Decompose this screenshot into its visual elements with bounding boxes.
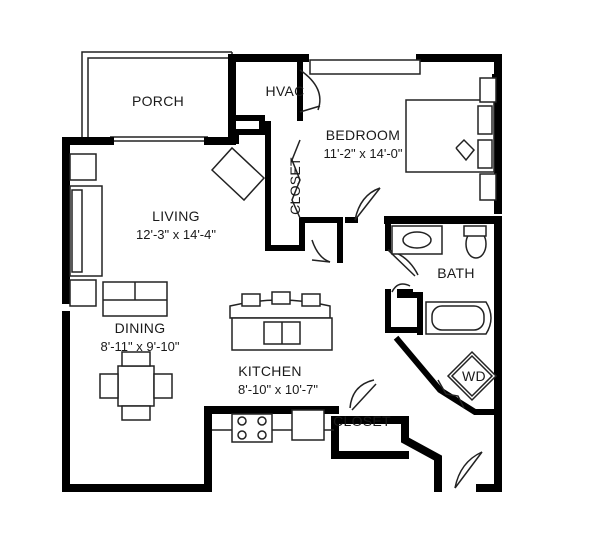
living-furniture	[69, 146, 266, 317]
kitchen-dims: 8'-10" x 10'-7"	[238, 382, 318, 397]
kitchen-counter	[212, 409, 334, 443]
porch-outline	[81, 51, 233, 142]
dining-label: DINING	[115, 320, 166, 336]
wd-label: WD	[462, 368, 486, 384]
washer-dryer	[446, 350, 498, 402]
bedroom-furniture	[309, 59, 497, 201]
living-label: LIVING	[152, 208, 200, 224]
bath-fixtures	[391, 225, 492, 335]
bedroom-closet-label: CLOSET	[287, 157, 303, 215]
living-dims: 12'-3" x 14'-4"	[136, 227, 216, 242]
bedroom-label: BEDROOM	[326, 127, 400, 143]
porch-label: PORCH	[132, 93, 184, 109]
hvac-label: HVAC	[265, 83, 304, 99]
interior-walls	[229, 57, 501, 415]
doors	[291, 69, 483, 489]
kitchen-label: KITCHEN	[238, 363, 302, 379]
dining-table	[99, 351, 173, 421]
bedroom-dims: 11'-2" x 14'-0"	[324, 146, 403, 161]
dining-dims: 8'-11" x 9'-10"	[101, 339, 180, 354]
kitchen-island	[229, 291, 333, 351]
entry-closet-label: CLOSET	[333, 413, 391, 429]
bath-label: BATH	[437, 265, 475, 281]
